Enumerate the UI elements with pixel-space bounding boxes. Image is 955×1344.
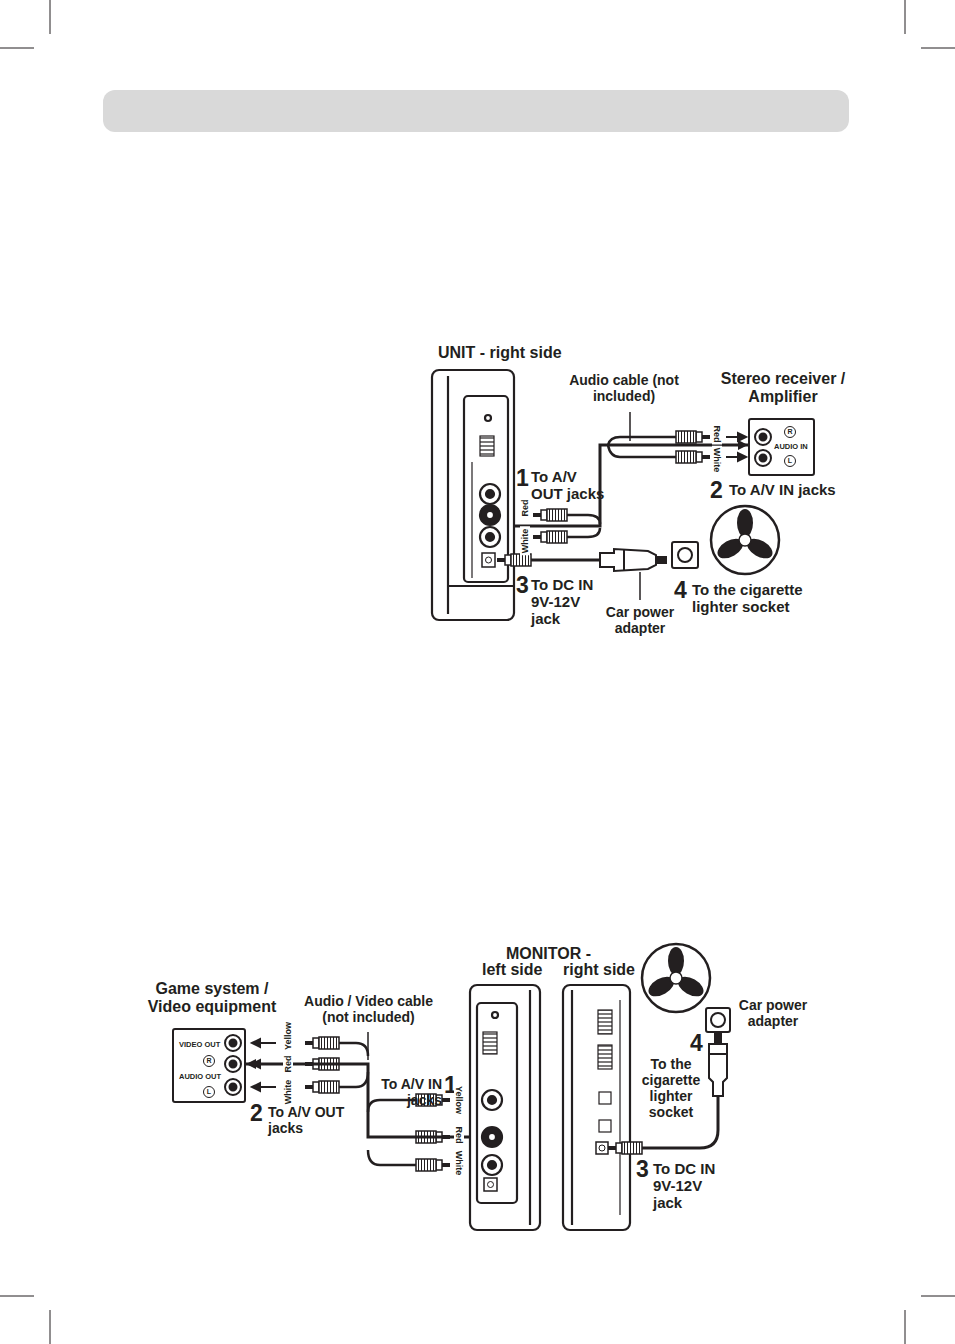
cable-line: [246, 1064, 470, 1137]
callout-number: 2: [250, 1100, 263, 1126]
channel-letter: L: [203, 1086, 215, 1098]
callout-number: 2: [710, 477, 723, 503]
cable-label: Audio cable (not included): [568, 372, 680, 404]
wire-color: Red: [712, 423, 722, 444]
game-system-box: Game system / Video equipmentVIDEO OUTRA…: [172, 1028, 246, 1103]
callout-text: To DC IN 9V-12V jack: [531, 576, 609, 627]
jack-label: AUDIO OUT: [179, 1072, 221, 1081]
callout-text: Car power adapter: [728, 997, 818, 1029]
callout-number: 4: [690, 1030, 703, 1056]
wire-color: Yellow: [454, 1084, 464, 1116]
callout-number: 4: [674, 577, 687, 603]
wire-color: White: [454, 1149, 464, 1178]
cable-label: Audio / Video cable (not included): [296, 993, 441, 1025]
callout-text: To the cigarette lighter socket: [692, 581, 822, 615]
receiver-box: Stereo receiver / AmplifierAUDIO INRL: [748, 418, 815, 476]
jack-label: AUDIO IN: [774, 442, 808, 451]
box-heading: Stereo receiver / Amplifier: [708, 370, 858, 406]
monitor-side: right side: [563, 985, 630, 1230]
callout-number: 3: [636, 1156, 649, 1182]
monitor-side: left side: [470, 985, 540, 1230]
channel-letter: L: [784, 455, 796, 467]
wire-color: Red: [454, 1124, 464, 1145]
wire-color: White: [712, 446, 722, 475]
box-heading: UNIT - right side: [438, 344, 562, 362]
callout-text: To A/V IN jacks: [729, 481, 836, 498]
callout-text: To DC IN 9V-12V jack: [653, 1160, 731, 1211]
callout-text: MONITOR -: [506, 945, 591, 963]
callout-text: To A/V OUT jacks: [531, 468, 611, 502]
callout-number: 1: [516, 465, 529, 491]
wire-color: White: [283, 1078, 293, 1107]
unit-side: UNIT - right side: [432, 370, 514, 620]
callout-text: To the cigarette lighter socket: [632, 1056, 710, 1120]
channel-letter: R: [784, 426, 796, 438]
wire-color: White: [520, 527, 530, 556]
callout-text: To A/V OUT jacks: [268, 1104, 356, 1136]
box-heading: Game system / Video equipment: [142, 980, 282, 1016]
wire-color: Yellow: [283, 1020, 293, 1052]
wire-color: Red: [283, 1053, 293, 1074]
callout-number: 3: [516, 572, 529, 598]
jack-label: VIDEO OUT: [179, 1040, 220, 1049]
box-heading: right side: [563, 961, 635, 979]
cable-line: [514, 445, 748, 526]
channel-letter: R: [203, 1055, 215, 1067]
callout-text: To A/V IN jacks: [362, 1076, 442, 1108]
wire-color: Red: [520, 497, 530, 518]
box-heading: left side: [482, 961, 542, 979]
callout-text: Car power adapter: [595, 604, 685, 636]
